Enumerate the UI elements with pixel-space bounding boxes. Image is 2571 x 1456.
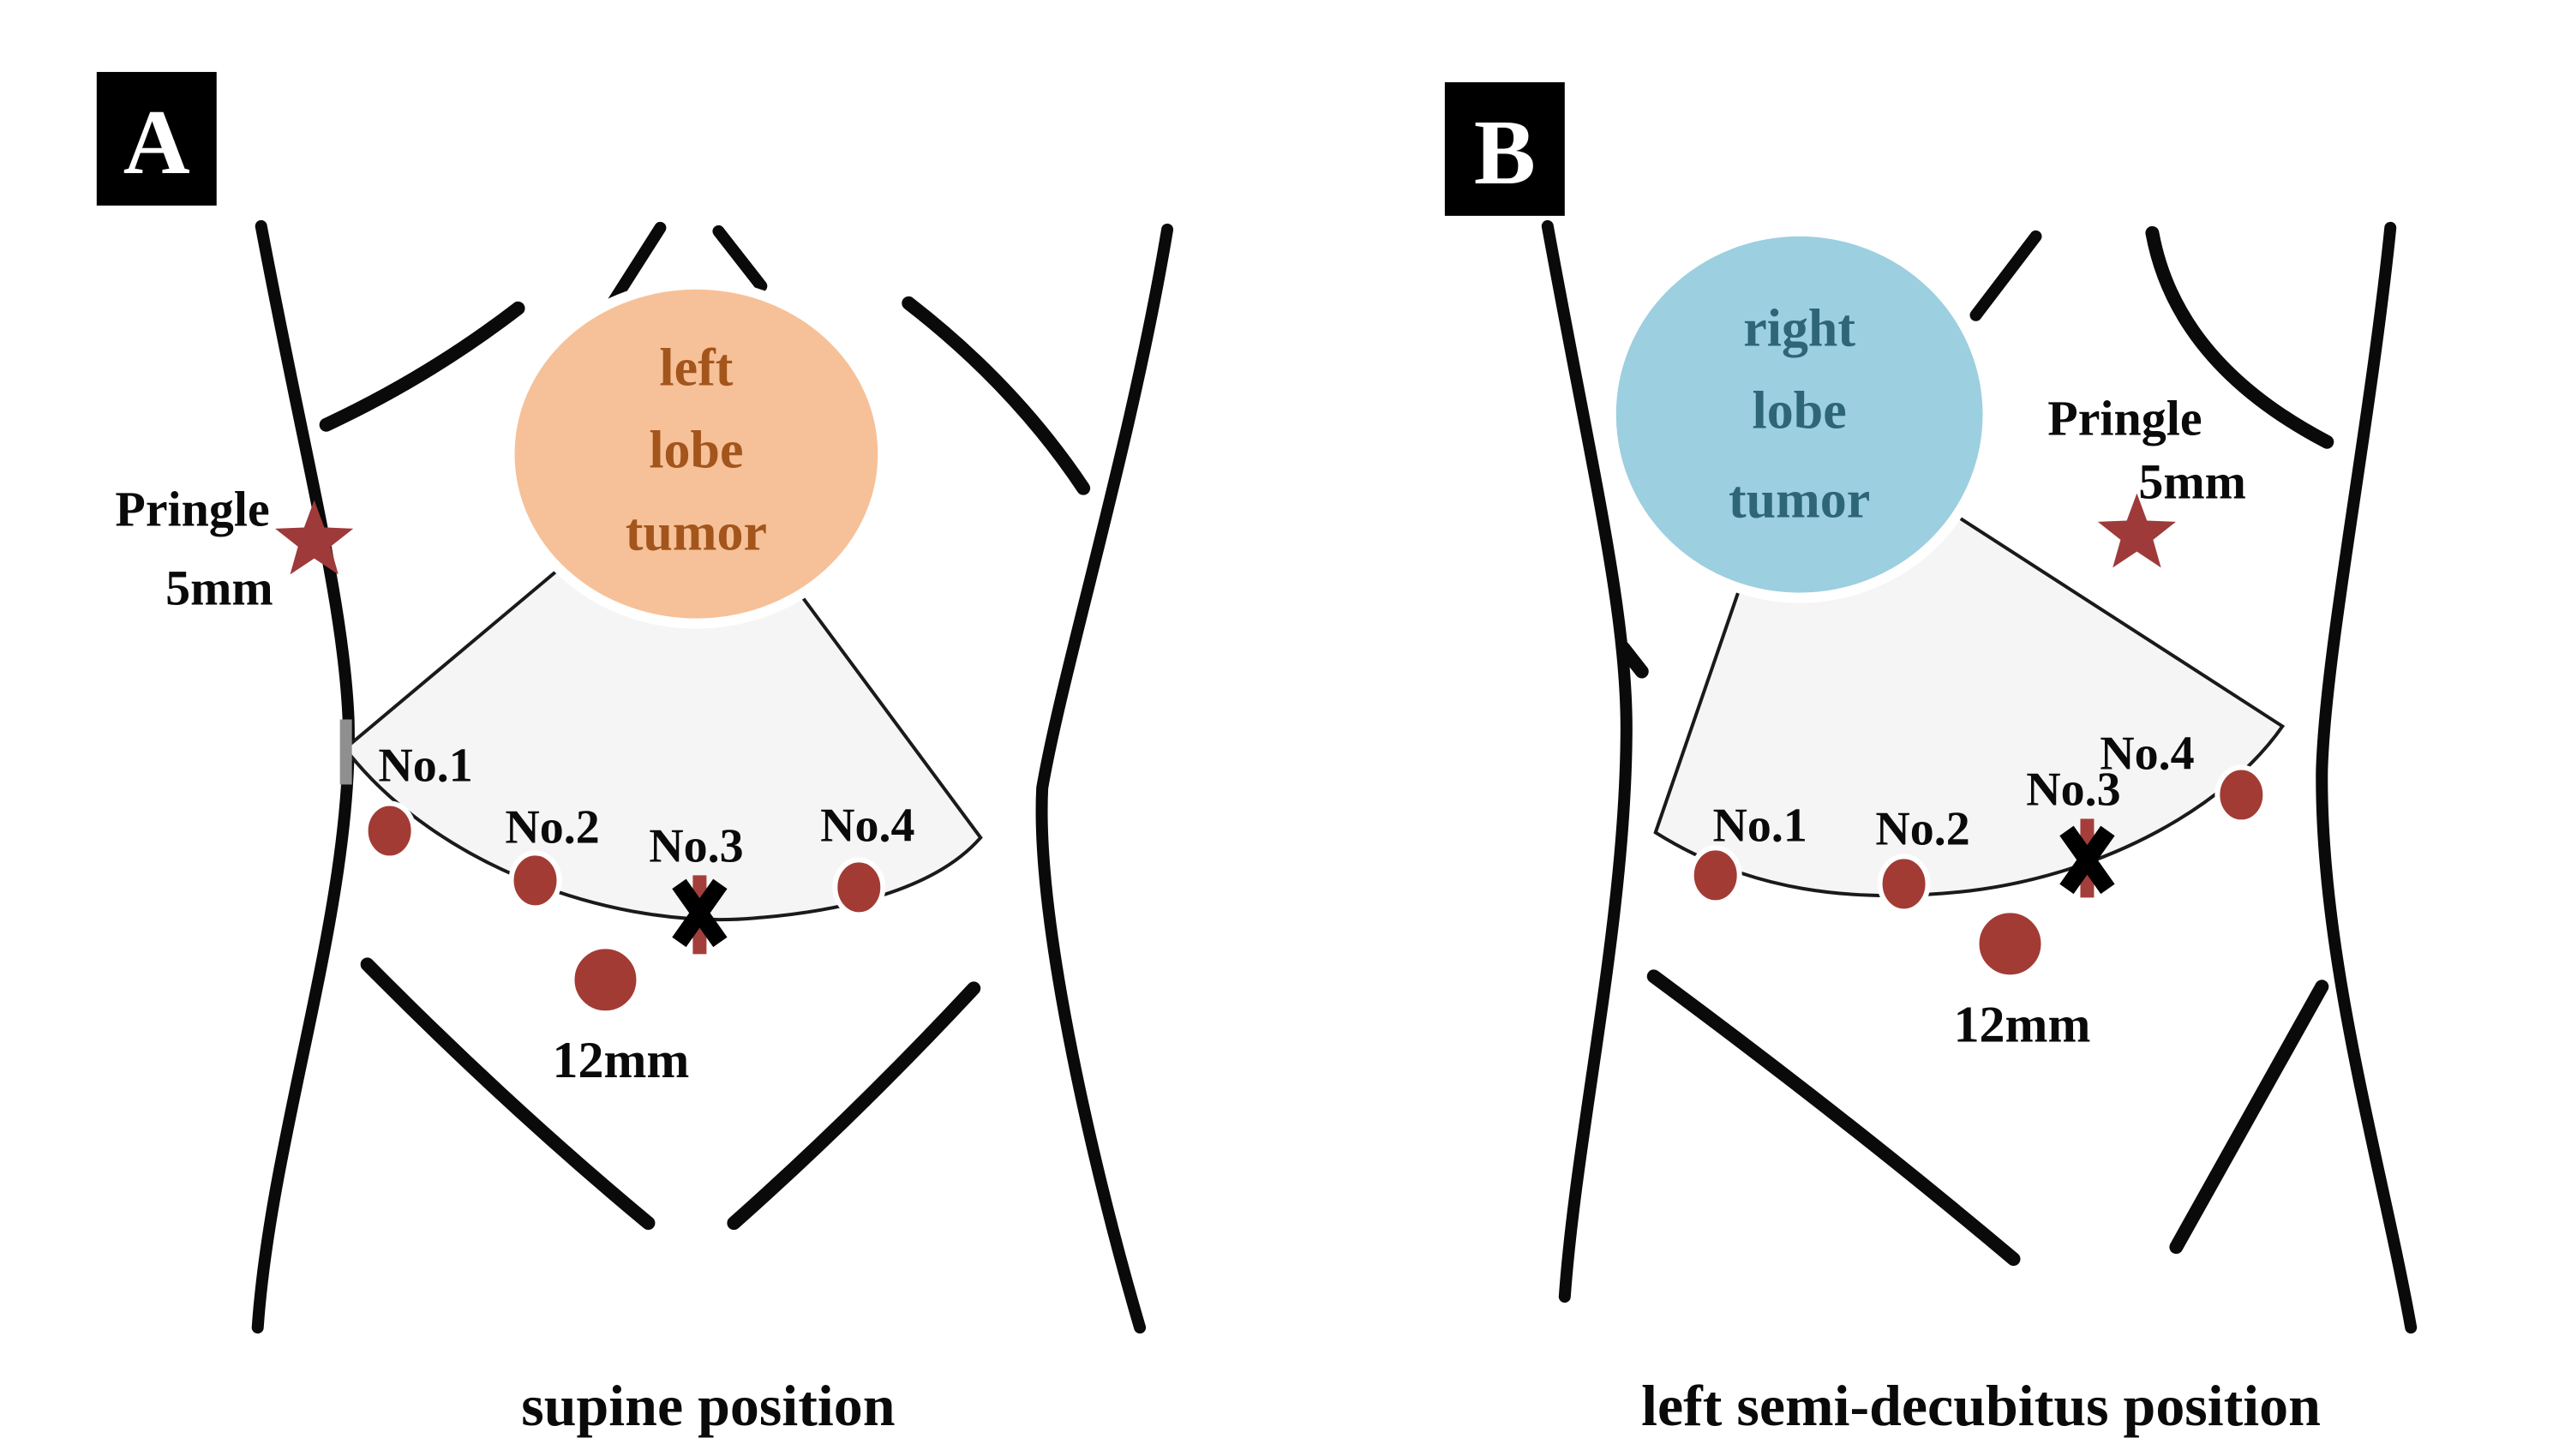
panel-b-pringle-size-label: 5mm xyxy=(2138,454,2246,510)
panel-b-tumor-label-line2: lobe xyxy=(1753,382,1847,440)
panel-b-costal-tick xyxy=(1615,640,1649,679)
panel-b-port-2-label: No.2 xyxy=(1875,802,1969,855)
panel-b-letter-box xyxy=(1444,81,1565,216)
panel-a-left-pelvic-line xyxy=(360,957,656,1231)
panel-a-port-3-x-icon xyxy=(672,878,728,948)
panel-a-tumor-ellipse xyxy=(504,279,889,629)
panel-b-port-1-label: No.1 xyxy=(1712,799,1807,852)
panel-a-port-1-label: No.1 xyxy=(378,739,472,792)
panel-b-neck-diagonal-line xyxy=(1969,230,2042,321)
panel-b-main-port-label: 12mm xyxy=(1954,996,2091,1052)
panel-a-port-4-label: No.4 xyxy=(820,799,914,852)
panel-a-tumor-label-line1: left xyxy=(659,339,733,398)
panel-a-pringle-label: Pringle xyxy=(115,482,269,537)
panel-b-port-2 xyxy=(1877,854,1931,914)
panel-b-main-port-12mm xyxy=(1974,908,2047,980)
panel-a-tumor-label-line2: lobe xyxy=(649,422,743,480)
panel-a-neck-right-line xyxy=(712,225,768,292)
panel-b-tumor-label-line1: right xyxy=(1743,300,1855,358)
panel-a-tumor-label-line3: tumor xyxy=(626,504,767,562)
panel-b-letter: B xyxy=(1474,102,1536,204)
panel-b-port-3-label: No.3 xyxy=(2026,763,2120,816)
panel-a-port-2-label: No.2 xyxy=(505,800,599,854)
panel-a-main-port-12mm xyxy=(569,944,642,1016)
panel-a-right-costal-margin xyxy=(902,296,1091,495)
panel-b-port-4 xyxy=(2214,764,2268,825)
panel-a-right-pelvic-line xyxy=(727,981,981,1231)
panel-b-pringle-star-icon xyxy=(2097,493,2176,568)
panel-b-right-pelvic-line xyxy=(2169,980,2329,1255)
panel-b-port-1 xyxy=(1688,845,1742,906)
panel-a-pringle-size-label: 5mm xyxy=(165,560,273,616)
panel-a-port-4 xyxy=(832,857,886,918)
panel-b-right-costal-margin xyxy=(2145,225,2334,449)
panel-a-port-2 xyxy=(508,850,562,911)
panel-a: left lobe tumor Pringle 5mm No.1 No.2 No… xyxy=(96,71,1174,1438)
panel-a-letter: A xyxy=(123,92,190,194)
panel-b-port-4-label: No.4 xyxy=(2100,727,2194,780)
panel-b-tumor-ellipse xyxy=(1605,225,1993,603)
panel-b-left-pelvic-line xyxy=(1646,969,2021,1267)
panel-a-port-1 xyxy=(363,800,417,861)
panel-a-fan-bodyline-overlap xyxy=(339,719,352,785)
panel-a-left-flank-line xyxy=(251,219,355,1334)
panel-a-operative-fan xyxy=(342,451,983,922)
panel-b-pringle-label: Pringle xyxy=(2047,391,2202,446)
panel-b: right lobe tumor Pringle 5mm No.1 No.2 N… xyxy=(1444,81,2418,1438)
panel-b-tumor-label-line3: tumor xyxy=(1729,471,1870,530)
panel-b-right-flank-line xyxy=(2316,221,2418,1334)
panel-b-port-3-x-icon xyxy=(2059,825,2115,895)
panel-a-pringle-star-icon xyxy=(275,500,354,575)
panel-a-left-costal-margin xyxy=(319,301,525,432)
panel-a-port-3-label: No.3 xyxy=(649,819,743,872)
panel-a-caption: supine position xyxy=(521,1373,895,1438)
panel-a-right-flank-line xyxy=(1035,223,1174,1334)
panel-a-neck-left-line xyxy=(606,221,667,309)
panel-b-caption: left semi-decubitus position xyxy=(1641,1373,2321,1438)
panel-b-left-flank-line xyxy=(1541,219,1633,1303)
panel-a-letter-box xyxy=(96,71,217,206)
panel-a-main-port-label: 12mm xyxy=(553,1032,690,1088)
